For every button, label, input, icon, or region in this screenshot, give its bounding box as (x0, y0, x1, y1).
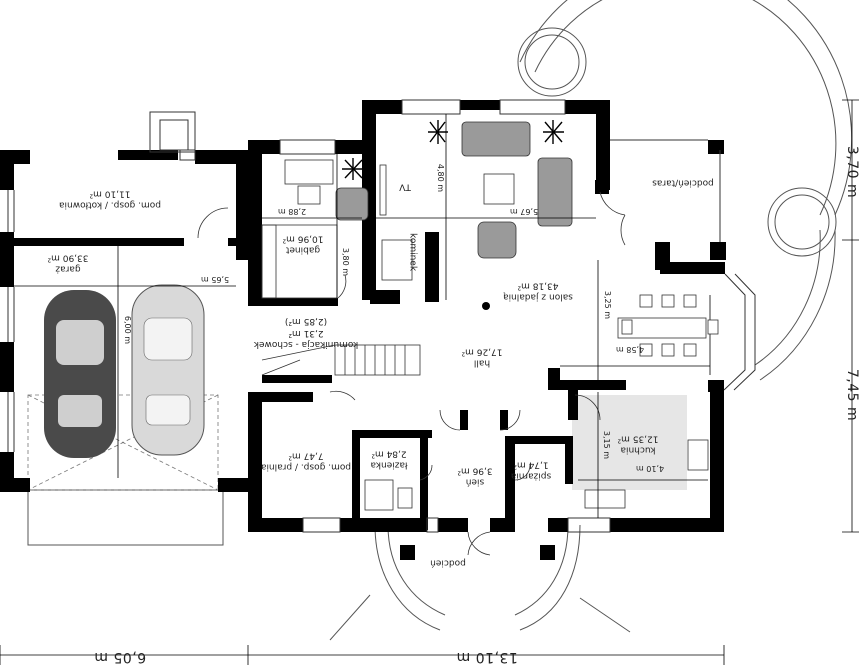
garage-apron (27, 489, 224, 546)
dim-salon-h: 4,80 m (436, 163, 445, 193)
dim-garage-width: 5,65 m (200, 275, 230, 284)
kitchen-floor (572, 395, 687, 490)
dim-gabinet-w: 2,88 m (277, 207, 307, 216)
dim-overall-right-top: 3,70 m (843, 145, 859, 199)
dim-overall-bottom-left: 6,05 m (93, 648, 147, 665)
dim-dining-h: 3,25 m (603, 290, 612, 320)
dim-garage-depth: 6,00 m (123, 315, 132, 345)
room-podcien: podcień (430, 557, 466, 568)
terrace-arcs (329, 0, 853, 641)
dim-salon-w: 5,67 m (509, 207, 539, 216)
furniture (284, 121, 719, 511)
stairs (261, 344, 421, 376)
label-tv: TV (399, 181, 411, 192)
label-kominek: kominek (407, 232, 418, 272)
dim-kitchen-h: 3,15 m (602, 430, 611, 460)
dim-overall-right-bottom: 7,45 m (843, 368, 859, 422)
room-podcien-taras: podcień/taras (652, 177, 714, 188)
dim-overall-bottom-right: 13,10 m (456, 648, 518, 665)
windows (7, 99, 756, 533)
dim-gabinet-h: 3,80 m (341, 247, 350, 277)
cars (44, 284, 205, 458)
walls (0, 100, 726, 560)
dimension-lines (0, 99, 859, 665)
doors (197, 191, 626, 556)
dim-dining-w: 4,58 m (615, 345, 645, 354)
plants (342, 120, 564, 180)
dim-kitchen-w: 4,10 m (635, 464, 665, 473)
